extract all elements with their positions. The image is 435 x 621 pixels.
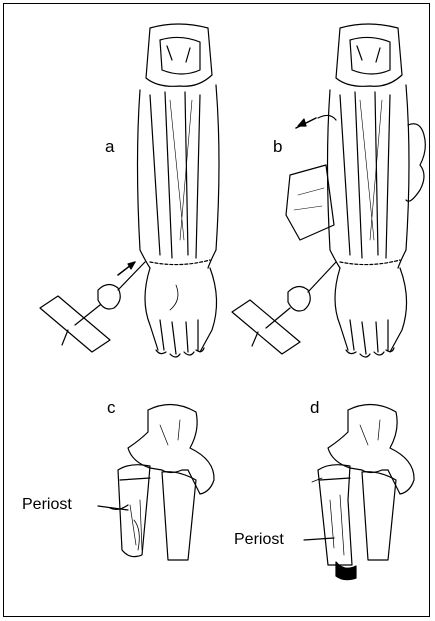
panel-b-instrument [232,262,336,354]
panel-b-label: b [273,138,282,155]
panel-d-elbow [312,404,414,579]
panel-d-periost-label: Periost [234,532,284,548]
panel-c-periost-label: Periost [22,497,72,513]
panel-d-leader-line [304,538,334,540]
panel-a-forearm [40,24,219,357]
panel-c-elbow [110,404,214,560]
panel-a-instrument [40,262,145,352]
panel-c-label: c [107,399,116,416]
panel-b-forearm [232,24,425,357]
panel-a-label: a [105,138,114,155]
panel-d-label: d [310,399,319,416]
